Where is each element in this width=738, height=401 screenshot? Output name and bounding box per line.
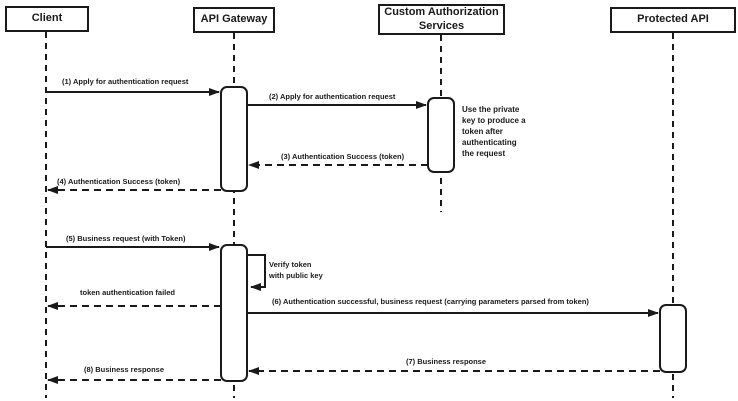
message-6-label: (6) Authentication successful, business … bbox=[272, 297, 589, 306]
message-1-label: (1) Apply for authentication request bbox=[62, 77, 189, 86]
message-4-label: (4) Authentication Success (token) bbox=[57, 177, 181, 186]
activation-protected-api bbox=[659, 304, 687, 373]
message-2-label: (2) Apply for authentication request bbox=[269, 92, 396, 101]
activation-api-gateway-auth bbox=[220, 86, 248, 192]
message-3-label: (3) Authentication Success (token) bbox=[281, 152, 405, 161]
self-message-verify-label: Verify token with public key bbox=[269, 260, 323, 280]
message-5-label: (5) Business request (with Token) bbox=[66, 234, 186, 243]
activation-custom-auth bbox=[427, 97, 455, 173]
participant-custom-auth: Custom Authorization Services bbox=[378, 4, 505, 35]
activation-api-gateway-business bbox=[220, 244, 248, 382]
note-private-key: Use the private key to produce a token a… bbox=[462, 105, 526, 158]
message-7-label: (7) Business response bbox=[406, 357, 487, 366]
self-loop-verify-token bbox=[247, 254, 266, 291]
participant-client: Client bbox=[5, 6, 89, 32]
participant-api-gateway: API Gateway bbox=[193, 7, 275, 33]
message-token-failed-label: token authentication failed bbox=[80, 288, 176, 297]
message-8-label: (8) Business response bbox=[84, 365, 165, 374]
participant-protected-api: Protected API bbox=[610, 7, 736, 33]
